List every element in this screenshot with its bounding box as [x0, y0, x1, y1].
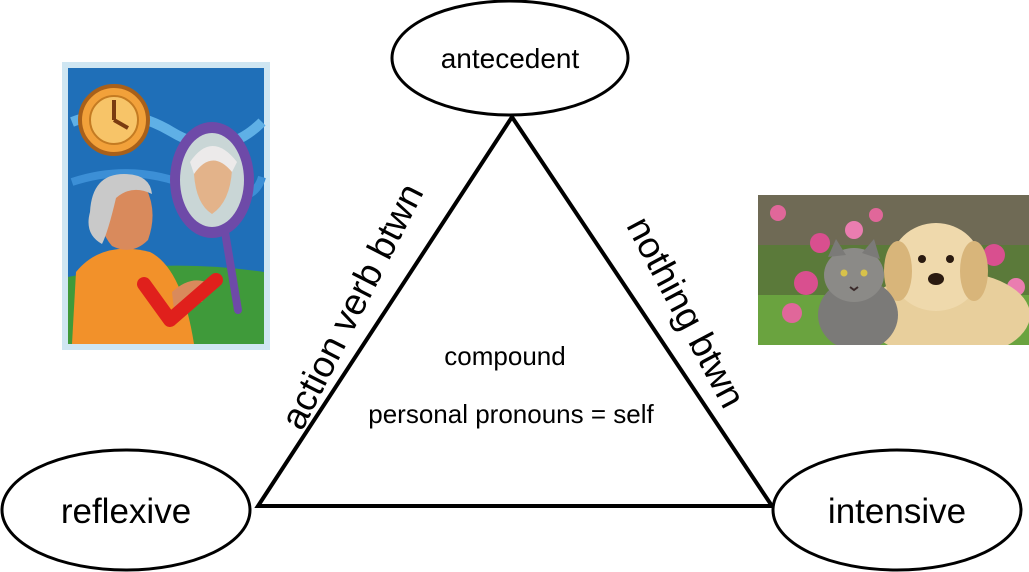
center-label-personal-pronouns: personal pronouns = self: [368, 399, 654, 429]
node-antecedent-label: antecedent: [441, 43, 580, 74]
edge-label-nothing-btwn: nothing btwn: [619, 210, 754, 415]
check-mark-icon: [137, 273, 223, 327]
clock-icon: [78, 84, 150, 156]
puppy: [866, 223, 1029, 345]
hand-mirror-icon: [170, 122, 254, 314]
reflexive-clipart-image: [62, 62, 270, 350]
node-intensive-label: intensive: [828, 492, 966, 531]
node-antecedent: antecedent: [390, 0, 630, 117]
node-reflexive: reflexive: [0, 448, 252, 572]
node-intensive: intensive: [771, 448, 1023, 572]
center-label-compound: compound: [444, 341, 565, 371]
kitten: [818, 239, 898, 345]
node-antecedent-ellipse: [390, 0, 630, 117]
flowers: [770, 205, 1025, 323]
node-reflexive-ellipse: [0, 448, 252, 572]
triangle: [254, 113, 776, 508]
edge-label-action-verb: action verb btwn: [272, 177, 431, 436]
intensive-photo-image: [758, 195, 1029, 345]
node-reflexive-label: reflexive: [61, 492, 191, 531]
node-intensive-ellipse: [771, 448, 1023, 572]
